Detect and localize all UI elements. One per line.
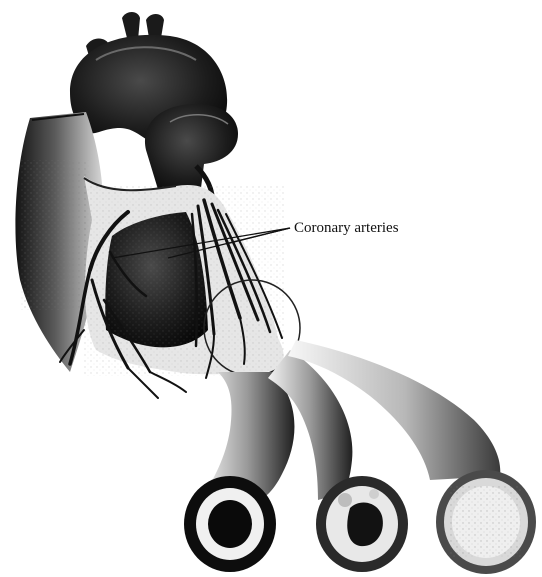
ventricles	[84, 176, 284, 376]
artery-tube-healthy	[184, 372, 294, 572]
coronary-arteries-label: Coronary arteries	[294, 220, 399, 236]
